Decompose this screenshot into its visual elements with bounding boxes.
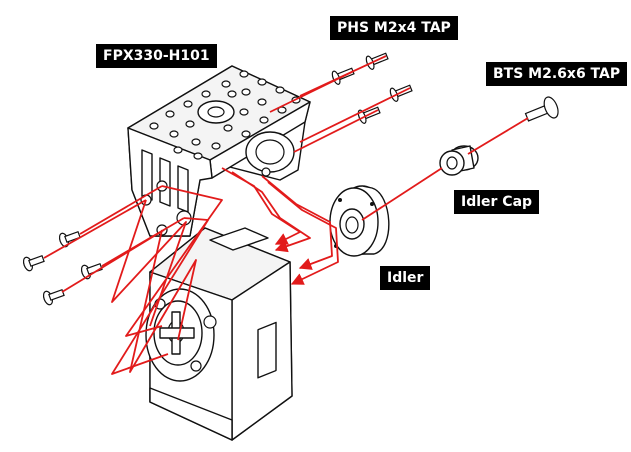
idler-cap (439, 145, 479, 176)
bts-screw-label: BTS M2.6x6 TAP (486, 62, 628, 86)
phs-screws-left (22, 230, 103, 306)
idler-cap-label: Idler Cap (454, 190, 540, 214)
idler-label: Idler (380, 266, 431, 290)
frame-label: FPX330-H101 (96, 44, 217, 68)
servo-body (145, 227, 293, 441)
bts-screw (524, 96, 559, 122)
phs-screw-label: PHS M2x4 TAP (330, 16, 458, 40)
assembly-guide-lines (43, 55, 529, 375)
frame-bracket (127, 65, 311, 237)
idler (329, 185, 390, 257)
